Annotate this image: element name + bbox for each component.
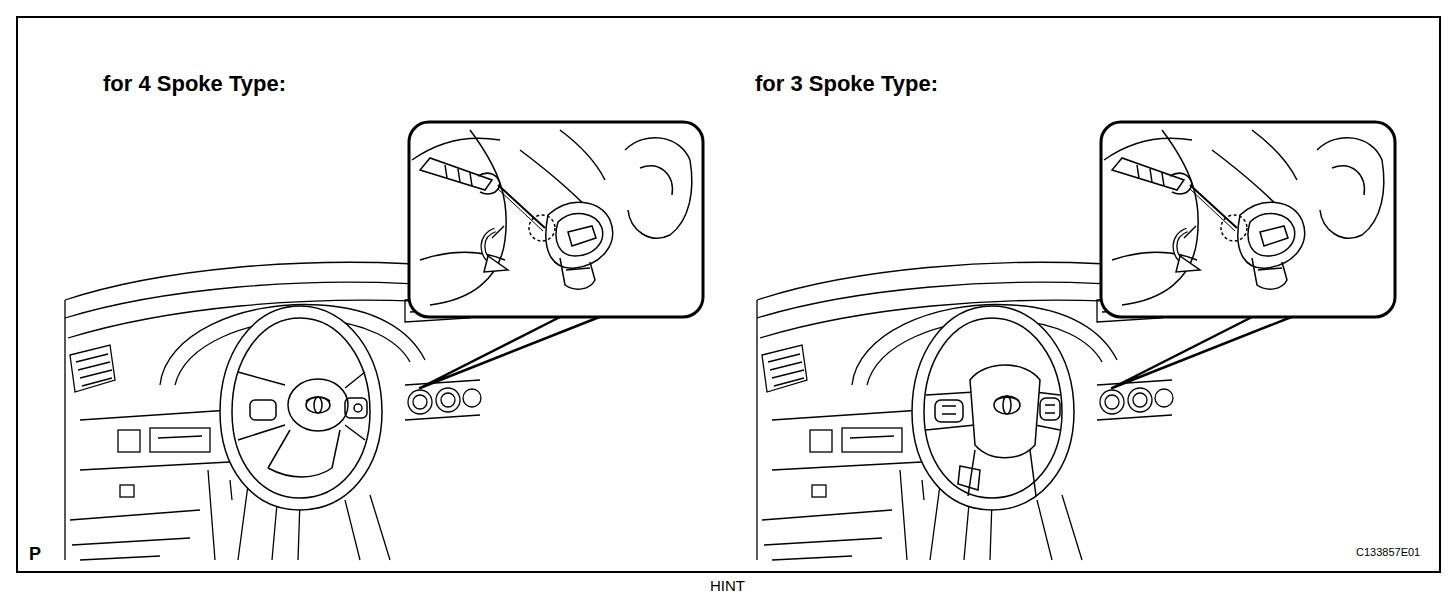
figure-code: C133857E01: [1356, 546, 1420, 558]
page-marker: P: [29, 545, 41, 565]
panel-heading: for 3 Spoke Type:: [755, 72, 938, 96]
panel-heading: for 4 Spoke Type:: [103, 72, 286, 96]
section-heading: HINT: [710, 578, 745, 595]
